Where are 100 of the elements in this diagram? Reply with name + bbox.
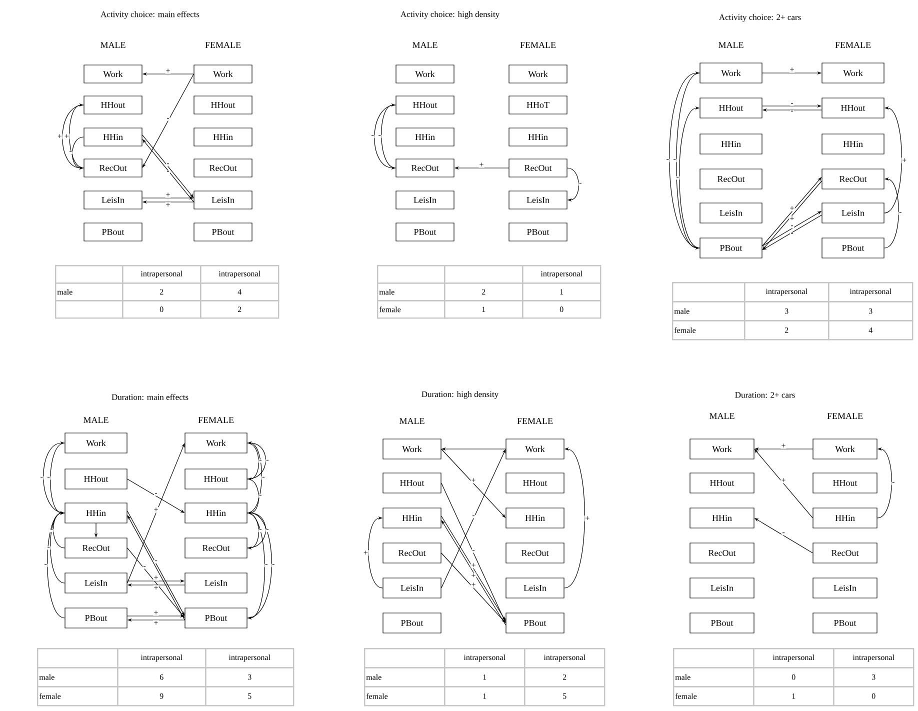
activity-box: Work bbox=[690, 438, 754, 460]
arrow bbox=[567, 168, 579, 202]
activity-box: RecOut bbox=[84, 158, 142, 178]
edge-label: - bbox=[370, 134, 375, 138]
activity-box: HHoT bbox=[508, 96, 568, 114]
column-header: FEMALE bbox=[827, 413, 863, 419]
table-cell: male bbox=[37, 667, 118, 688]
edge-label: - bbox=[898, 212, 902, 216]
edge-label: - bbox=[891, 482, 896, 486]
table-cell: male bbox=[377, 282, 446, 302]
activity-box: PBout bbox=[382, 612, 442, 634]
table-cell: 2 bbox=[744, 320, 830, 340]
activity-box: RecOut bbox=[822, 168, 884, 190]
table-cell: 1 bbox=[444, 667, 526, 688]
table-cell: female bbox=[377, 300, 446, 319]
activity-box: PBout bbox=[822, 238, 884, 258]
arrow bbox=[69, 103, 84, 168]
activity-box: RecOut bbox=[184, 538, 248, 558]
activity-box: Work bbox=[822, 62, 884, 84]
table-cell: female bbox=[37, 686, 118, 706]
table-cell: female bbox=[673, 686, 754, 706]
table-cell: 2 bbox=[444, 282, 524, 302]
edge-label: + bbox=[165, 202, 171, 208]
edge-label: - bbox=[790, 232, 794, 236]
activity-box: HHout bbox=[64, 468, 128, 490]
table-cell: 1 bbox=[444, 686, 526, 706]
edge-label: - bbox=[258, 459, 262, 463]
table-cell: 5 bbox=[205, 686, 294, 706]
table-cell: 1 bbox=[753, 686, 834, 706]
edge-label: + bbox=[470, 582, 476, 588]
edge-label: + bbox=[153, 620, 159, 626]
arrow bbox=[381, 103, 396, 168]
table-cell: 5 bbox=[524, 686, 606, 706]
edge-label: + bbox=[153, 575, 159, 581]
column-header: FEMALE bbox=[198, 417, 234, 423]
table-cell: 2 bbox=[524, 667, 606, 688]
edge-label: - bbox=[271, 564, 276, 568]
activity-box: HHin bbox=[690, 508, 754, 528]
activity-box: HHout bbox=[822, 98, 884, 118]
edge-label: - bbox=[672, 158, 677, 162]
edge-label: - bbox=[258, 494, 262, 498]
table-cell: intrapersonal bbox=[117, 648, 206, 668]
activity-box: Work bbox=[84, 64, 142, 84]
activity-box: HHin bbox=[194, 128, 252, 146]
table-cell: intrapersonal bbox=[122, 265, 202, 284]
table-cell: intrapersonal bbox=[833, 648, 914, 668]
activity-box: PBout bbox=[700, 238, 762, 258]
activity-box: HHout bbox=[700, 98, 762, 118]
activity-box: HHin bbox=[812, 508, 878, 528]
activity-box: HHout bbox=[194, 96, 252, 114]
activity-box: HHin bbox=[700, 134, 762, 154]
activity-box: RecOut bbox=[506, 542, 564, 564]
table-cell: male bbox=[364, 667, 446, 688]
activity-box: Work bbox=[396, 64, 454, 84]
edge-label: - bbox=[265, 528, 270, 532]
arrow bbox=[47, 511, 65, 618]
table-cell: female bbox=[672, 320, 746, 340]
activity-box: LeisIn bbox=[508, 190, 568, 210]
edge-label: + bbox=[478, 162, 484, 168]
arrow bbox=[247, 512, 259, 550]
column-header: MALE bbox=[412, 42, 438, 48]
activity-box: LeisIn bbox=[194, 190, 252, 210]
table-cell: 3 bbox=[744, 301, 830, 322]
table-cell: 2 bbox=[200, 300, 280, 319]
activity-box: HHin bbox=[64, 502, 128, 524]
edge-label: + bbox=[789, 216, 795, 222]
column-header: FEMALE bbox=[205, 42, 241, 48]
table-cell: 3 bbox=[833, 667, 914, 688]
activity-box: Work bbox=[812, 438, 878, 460]
edge-label: - bbox=[790, 110, 794, 114]
activity-box: RecOut bbox=[812, 542, 878, 564]
activity-box: HHin bbox=[822, 134, 884, 154]
edge-label: - bbox=[166, 117, 170, 121]
table-cell: 1 bbox=[522, 282, 602, 302]
edge-label: + bbox=[153, 610, 159, 616]
activity-box: Work bbox=[64, 432, 128, 454]
activity-box: PBout bbox=[812, 612, 878, 634]
edge-label: + bbox=[153, 585, 159, 591]
activity-box: LeisIn bbox=[184, 572, 248, 594]
activity-box: Work bbox=[382, 438, 442, 460]
table-cell: 6 bbox=[117, 667, 206, 688]
activity-box: Work bbox=[184, 432, 248, 454]
activity-box: RecOut bbox=[508, 158, 568, 178]
edge-label: + bbox=[165, 68, 171, 74]
arrow bbox=[669, 71, 700, 248]
activity-box: HHin bbox=[508, 128, 568, 146]
activity-box: LeisIn bbox=[382, 578, 442, 598]
activity-box: PBout bbox=[64, 608, 128, 628]
table-cell: male bbox=[55, 282, 124, 302]
activity-box: RecOut bbox=[64, 538, 128, 558]
table-cell: 1 bbox=[444, 300, 524, 319]
edge-label: - bbox=[40, 476, 44, 480]
column-header: MALE bbox=[400, 418, 424, 424]
edge-label: - bbox=[782, 532, 786, 536]
edge-label: + bbox=[64, 134, 70, 140]
activity-box: LeisIn bbox=[700, 202, 762, 224]
arrow bbox=[247, 442, 259, 481]
table-cell: male bbox=[673, 667, 754, 688]
table-cell: intrapersonal bbox=[205, 648, 294, 668]
activity-box: PBout bbox=[506, 612, 564, 634]
